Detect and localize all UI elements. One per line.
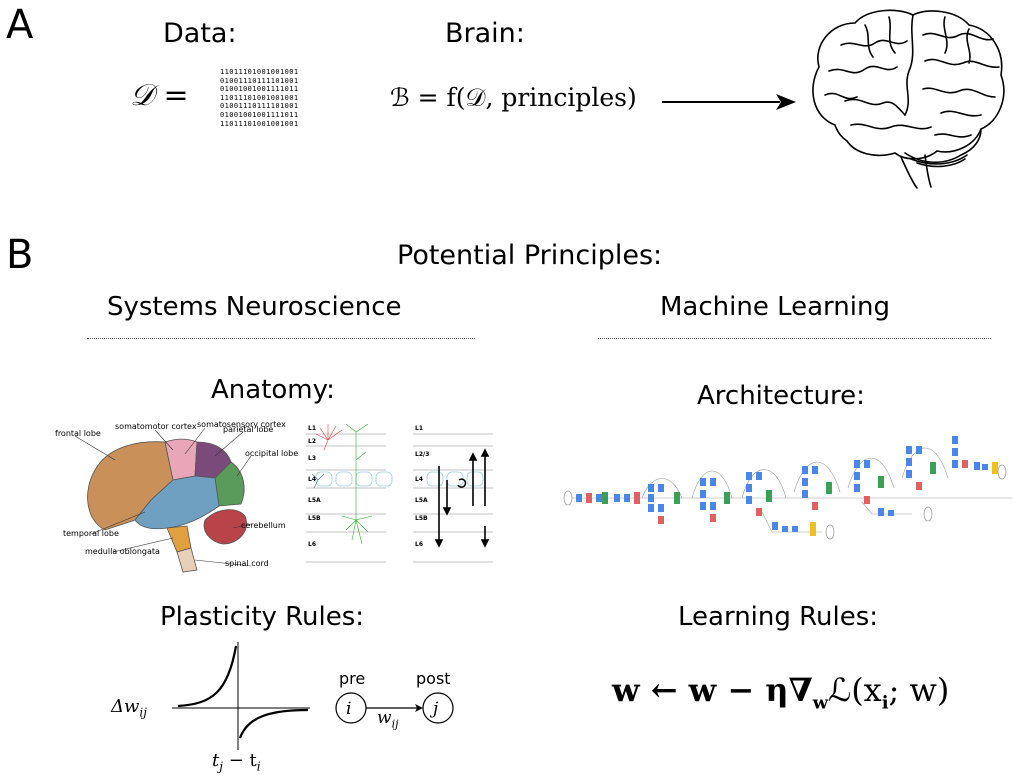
occipital-label: occipital lobe — [245, 449, 298, 458]
somatosensory-label: somatosensory cortex — [197, 420, 286, 429]
layer-label: L1 — [415, 425, 423, 432]
data-bits: 11011101001001001 01001110111101001 0100… — [220, 68, 298, 128]
data-label: Data: — [163, 18, 237, 49]
medulla-label: medulla oblongata — [85, 547, 160, 556]
panel-a-letter: A — [6, 2, 34, 48]
stdp-curve-icon — [172, 642, 310, 750]
panel-b-letter: B — [6, 232, 34, 278]
brain-equation: ℬ = f(𝒟, principles) — [390, 83, 637, 112]
left-divider — [87, 338, 475, 339]
node-j-label: j — [429, 699, 439, 719]
network-architecture-icon — [563, 436, 1012, 540]
layer-label: L2 — [308, 438, 316, 445]
cerebellum-label: cerebellum — [241, 521, 286, 530]
layer-label: L2/3 — [415, 451, 429, 458]
bit-row: 01001110111101001 — [220, 102, 299, 111]
synapse-diagram-icon: i j — [335, 692, 454, 724]
layer-label: L5B — [415, 515, 428, 522]
brain-label: Brain: — [445, 18, 525, 49]
brain-drawing-icon — [812, 9, 1005, 189]
bit-row: 01001001001111011 — [220, 110, 299, 119]
plasticity-title: Plasticity Rules: — [160, 602, 365, 632]
layer-label: L6 — [308, 541, 316, 548]
post-label: post — [416, 669, 451, 688]
machine-learning-heading: Machine Learning — [660, 292, 890, 322]
layer-label: L5A — [415, 497, 428, 504]
layer-label: L5A — [308, 497, 321, 504]
bit-row: 11011101001001001 — [220, 93, 299, 102]
time-diff-label: tj − ti — [212, 750, 261, 774]
layer-blocks — [576, 436, 998, 536]
bit-row: 01001110111101001 — [220, 76, 299, 85]
systems-neuroscience-heading: Systems Neuroscience — [107, 292, 402, 322]
cortical-layers-connectivity-icon: L1 L2/3 L4 L5A L5B L6 — [413, 425, 493, 563]
frontal-label: frontal lobe — [55, 429, 101, 438]
layer-label: L4 — [415, 476, 423, 483]
data-symbol: 𝒟 = — [130, 78, 189, 113]
architecture-title: Architecture: — [697, 381, 865, 411]
bit-row: 01001001001111011 — [220, 85, 299, 94]
spinal-label: spinal cord — [225, 559, 269, 568]
somatomotor-label: somatomotor cortex — [115, 422, 197, 431]
principles-title: Potential Principles: — [397, 240, 663, 271]
anatomy-title: Anatomy: — [211, 375, 335, 405]
layer-label: L3 — [308, 455, 316, 462]
pre-label: pre — [339, 669, 366, 688]
arrow-icon — [662, 94, 796, 110]
weight-label: wij — [377, 708, 399, 731]
right-divider — [598, 338, 991, 339]
bit-row: 11011101001001001 — [220, 68, 299, 76]
cortical-layers-neurons-icon: L1 L2 L3 L4 L5A L5B L6 — [306, 423, 393, 563]
learning-rule-equation: w ← w − η∇wℒ(xi; w) — [612, 671, 950, 714]
temporal-label: temporal lobe — [63, 529, 119, 538]
bit-row: 11011101001001001 — [220, 119, 299, 128]
brain-lobes-icon: somatomotor cortex somatosensory cortex … — [55, 420, 298, 573]
layer-label: L1 — [308, 425, 316, 432]
layer-label: L4 — [308, 476, 316, 483]
learning-rules-title: Learning Rules: — [678, 602, 879, 632]
layer-label: L6 — [415, 541, 423, 548]
delta-w-label: Δwij — [111, 696, 147, 720]
parietal-label: parietal lobe — [223, 425, 273, 434]
layer-label: L5B — [308, 515, 321, 522]
node-i-label: i — [346, 699, 351, 719]
